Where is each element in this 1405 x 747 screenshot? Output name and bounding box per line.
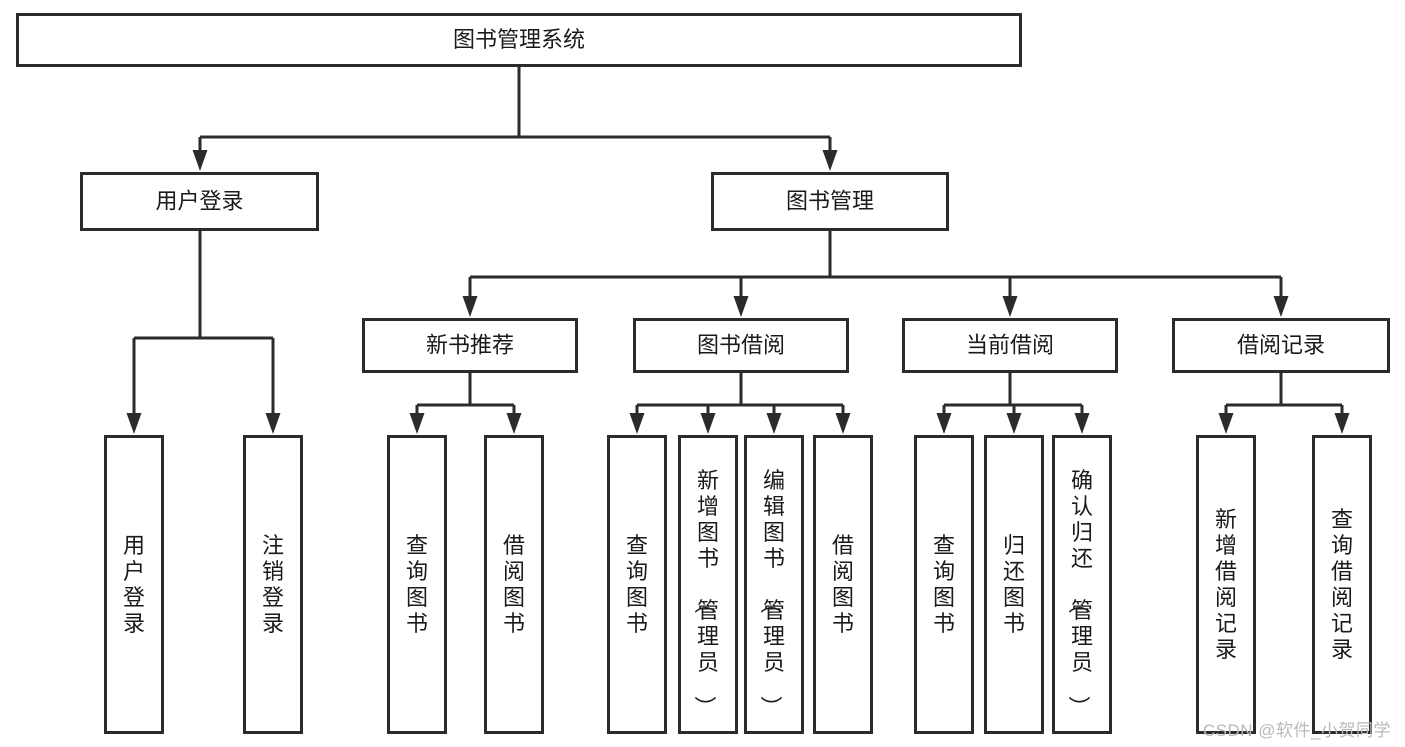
arrow-head: [1334, 413, 1350, 434]
node-label-leaf-query-book-2: 查询图书: [626, 533, 648, 636]
arrow-head: [1273, 296, 1289, 317]
node-leaf-return-book[interactable]: 归还图书: [984, 435, 1044, 734]
node-box-leaf-edit-book: [744, 435, 804, 734]
node-label-root: 图书管理系统: [453, 27, 585, 52]
node-borrow-record[interactable]: 借阅记录: [1172, 318, 1390, 373]
node-box-leaf-query-book-1: [387, 435, 447, 734]
connector-borrow-record-to-leaves: [1218, 373, 1350, 434]
node-leaf-add-book[interactable]: 新增图书（管理员）: [678, 435, 738, 734]
node-label-book-borrow: 图书借阅: [697, 332, 785, 357]
node-new-book-rec[interactable]: 新书推荐: [362, 318, 578, 373]
arrow-head: [1006, 413, 1022, 434]
node-leaf-confirm-return[interactable]: 确认归还（管理员）: [1052, 435, 1112, 734]
node-label-book-manage: 图书管理: [786, 188, 874, 213]
arrow-head: [462, 296, 478, 317]
node-label-leaf-user-logout: 注销登录: [262, 533, 284, 636]
node-label-user-login: 用户登录: [155, 188, 243, 213]
node-box-leaf-user-logout: [243, 435, 303, 734]
arrow-head: [766, 413, 782, 434]
arrow-head: [822, 150, 838, 171]
node-box-leaf-query-book-2: [607, 435, 667, 734]
arrow-head: [1074, 413, 1090, 434]
node-box-user-login: [80, 172, 319, 231]
connector-user-login-to-leaves: [126, 231, 281, 434]
node-box-leaf-user-login: [104, 435, 164, 734]
node-leaf-user-login[interactable]: 用户登录: [104, 435, 164, 734]
node-box-book-borrow: [633, 318, 849, 373]
node-box-leaf-add-record: [1196, 435, 1256, 734]
node-leaf-borrow-book-1[interactable]: 借阅图书: [484, 435, 544, 734]
node-box-root: [16, 13, 1022, 67]
node-box-new-book-rec: [362, 318, 578, 373]
arrow-head: [835, 413, 851, 434]
node-current-borrow[interactable]: 当前借阅: [902, 318, 1118, 373]
connector-book-borrow-to-leaves: [629, 373, 851, 434]
node-label-borrow-record: 借阅记录: [1237, 332, 1325, 357]
arrow-head: [1002, 296, 1018, 317]
arrow-head: [409, 413, 425, 434]
arrow-head: [192, 150, 208, 171]
node-label-leaf-query-record: 查询借阅记录: [1331, 507, 1353, 662]
node-box-current-borrow: [902, 318, 1118, 373]
node-leaf-user-logout[interactable]: 注销登录: [243, 435, 303, 734]
node-label-leaf-add-book: 新增图书（管理员）: [692, 468, 719, 718]
node-box-leaf-query-book-3: [914, 435, 974, 734]
node-box-leaf-return-book: [984, 435, 1044, 734]
node-label-leaf-query-book-1: 查询图书: [406, 533, 428, 636]
node-box-leaf-confirm-return: [1052, 435, 1112, 734]
node-leaf-add-record[interactable]: 新增借阅记录: [1196, 435, 1256, 734]
node-book-borrow[interactable]: 图书借阅: [633, 318, 849, 373]
arrow-head: [733, 296, 749, 317]
watermark: CSDN @软件_小贺同学: [1202, 721, 1391, 740]
node-leaf-edit-book[interactable]: 编辑图书（管理员）: [744, 435, 804, 734]
connector-book-manage-to-groups: [462, 231, 1289, 317]
node-label-current-borrow: 当前借阅: [966, 332, 1054, 357]
node-box-leaf-borrow-book-2: [813, 435, 873, 734]
node-box-borrow-record: [1172, 318, 1390, 373]
arrow-head: [700, 413, 716, 434]
node-label-leaf-edit-book: 编辑图书（管理员）: [758, 468, 785, 718]
node-leaf-query-book-1[interactable]: 查询图书: [387, 435, 447, 734]
arrow-head: [936, 413, 952, 434]
node-label-leaf-query-book-3: 查询图书: [933, 533, 955, 636]
node-layer: 图书管理系统用户登录用户登录注销登录图书管理新书推荐查询图书借阅图书图书借阅查询…: [16, 13, 1390, 734]
node-leaf-query-book-2[interactable]: 查询图书: [607, 435, 667, 734]
arrow-head: [506, 413, 522, 434]
connector-root-to-level1: [192, 67, 838, 171]
node-root[interactable]: 图书管理系统: [16, 13, 1022, 67]
connector-current-borrow-to-leaves: [936, 373, 1090, 434]
node-label-leaf-user-login: 用户登录: [123, 533, 145, 636]
node-label-leaf-confirm-return: 确认归还（管理员）: [1066, 468, 1093, 718]
connector-layer: [126, 67, 1350, 434]
node-leaf-query-book-3[interactable]: 查询图书: [914, 435, 974, 734]
arrow-head: [126, 413, 142, 434]
node-user-login[interactable]: 用户登录: [80, 172, 319, 231]
node-box-book-manage: [711, 172, 949, 231]
node-label-leaf-return-book: 归还图书: [1003, 533, 1025, 636]
node-leaf-query-record[interactable]: 查询借阅记录: [1312, 435, 1372, 734]
node-book-manage[interactable]: 图书管理: [711, 172, 949, 231]
node-box-leaf-borrow-book-1: [484, 435, 544, 734]
connector-new-book-rec-to-leaves: [409, 373, 522, 434]
node-box-leaf-query-record: [1312, 435, 1372, 734]
arrow-head: [265, 413, 281, 434]
node-label-leaf-borrow-book-1: 借阅图书: [503, 533, 525, 636]
arrow-head: [1218, 413, 1234, 434]
node-box-leaf-add-book: [678, 435, 738, 734]
node-label-leaf-borrow-book-2: 借阅图书: [832, 533, 854, 636]
node-leaf-borrow-book-2[interactable]: 借阅图书: [813, 435, 873, 734]
node-label-leaf-add-record: 新增借阅记录: [1215, 507, 1237, 662]
node-label-new-book-rec: 新书推荐: [426, 332, 514, 357]
arrow-head: [629, 413, 645, 434]
